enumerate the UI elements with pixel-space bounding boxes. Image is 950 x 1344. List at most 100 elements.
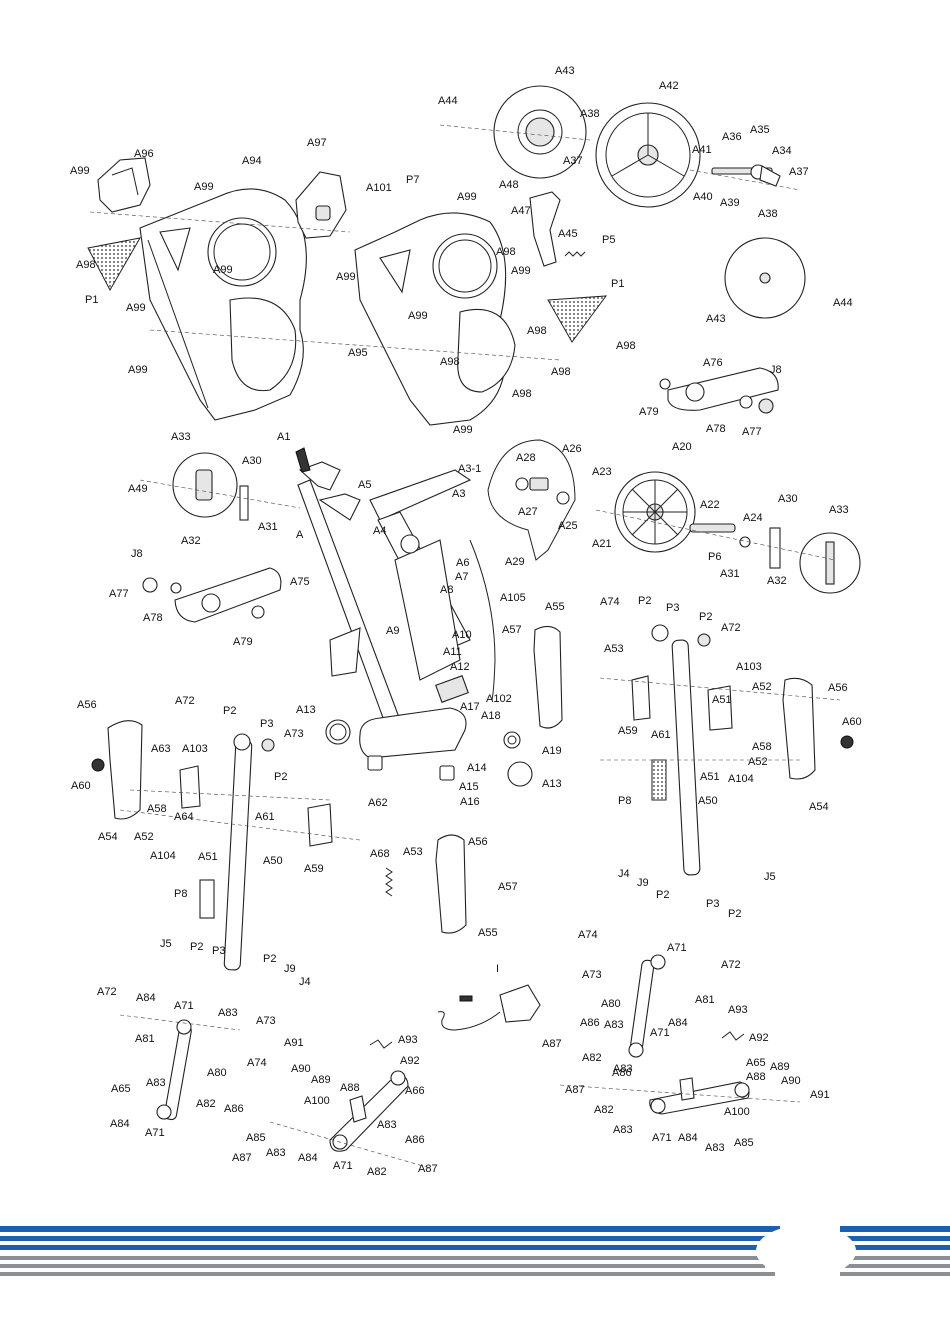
part-label-a5: A5 bbox=[358, 479, 371, 491]
part-label-a53: A53 bbox=[604, 643, 624, 655]
part-label-a3: A3 bbox=[452, 488, 465, 500]
part-label-a15: A15 bbox=[459, 781, 479, 793]
part-label-a60: A60 bbox=[71, 780, 91, 792]
part-label-j4: J4 bbox=[299, 976, 311, 988]
part-label-a55: A55 bbox=[545, 601, 565, 613]
plate-p8-left bbox=[199, 879, 215, 919]
part-label-a84: A84 bbox=[298, 1152, 318, 1164]
part-label-a92: A92 bbox=[400, 1055, 420, 1067]
bracket-a45 bbox=[529, 191, 561, 267]
part-label-a31: A31 bbox=[258, 521, 278, 533]
part-label-a25: A25 bbox=[558, 520, 578, 532]
part-label-a38: A38 bbox=[758, 208, 778, 220]
part-label-a93: A93 bbox=[398, 1034, 418, 1046]
part-label-a: A bbox=[296, 529, 304, 541]
part-label-p8: P8 bbox=[618, 795, 631, 807]
part-label-a86: A86 bbox=[612, 1067, 632, 1079]
part-label-a94: A94 bbox=[242, 155, 262, 167]
part-label-a45: A45 bbox=[558, 228, 578, 240]
housing-a54-left bbox=[107, 720, 143, 820]
part-label-a81: A81 bbox=[135, 1033, 155, 1045]
part-label-a104: A104 bbox=[728, 773, 754, 785]
part-label-a83: A83 bbox=[146, 1077, 166, 1089]
part-label-a61: A61 bbox=[651, 729, 671, 741]
part-label-a14: A14 bbox=[467, 762, 487, 774]
housing-a55-bottom bbox=[435, 834, 467, 934]
part-label-a83: A83 bbox=[266, 1147, 286, 1159]
clip-a92-left bbox=[369, 1039, 393, 1049]
part-label-a90: A90 bbox=[781, 1075, 801, 1087]
part-label-a99: A99 bbox=[70, 165, 90, 177]
part-label-a48: A48 bbox=[499, 179, 519, 191]
cap-a13-right bbox=[507, 761, 533, 787]
part-label-p2: P2 bbox=[223, 705, 236, 717]
part-label-p7: P7 bbox=[406, 174, 419, 186]
part-label-a56: A56 bbox=[468, 836, 488, 848]
part-label-p8: P8 bbox=[174, 888, 187, 900]
part-label-a82: A82 bbox=[582, 1052, 602, 1064]
part-label-p1: P1 bbox=[611, 278, 624, 290]
cap-a13-left bbox=[325, 719, 351, 745]
part-label-a71: A71 bbox=[333, 1160, 353, 1172]
part-label-a83: A83 bbox=[705, 1142, 725, 1154]
part-label-a65: A65 bbox=[111, 1083, 131, 1095]
part-label-a87: A87 bbox=[542, 1038, 562, 1050]
part-label-a18: A18 bbox=[481, 710, 501, 722]
plate-p8-right bbox=[651, 759, 667, 801]
part-label-a98: A98 bbox=[512, 388, 532, 400]
part-label-a34: A34 bbox=[772, 145, 792, 157]
part-label-p2: P2 bbox=[263, 953, 276, 965]
part-label-a37: A37 bbox=[789, 166, 809, 178]
part-label-a95: A95 bbox=[348, 347, 368, 359]
part-label-p3: P3 bbox=[260, 718, 273, 730]
part-label-a43: A43 bbox=[555, 65, 575, 77]
part-label-a89: A89 bbox=[770, 1061, 790, 1073]
part-label-a102: A102 bbox=[486, 693, 512, 705]
part-label-a103: A103 bbox=[736, 661, 762, 673]
part-label-p2: P2 bbox=[656, 889, 669, 901]
part-label-a84: A84 bbox=[668, 1017, 688, 1029]
part-label-a87: A87 bbox=[418, 1163, 438, 1175]
part-label-a71: A71 bbox=[650, 1027, 670, 1039]
part-label-a20: A20 bbox=[672, 441, 692, 453]
part-label-a87: A87 bbox=[232, 1152, 252, 1164]
part-label-a89: A89 bbox=[311, 1074, 331, 1086]
part-label-a32: A32 bbox=[181, 535, 201, 547]
part-label-p3: P3 bbox=[666, 602, 679, 614]
vent-grille-left-p1 bbox=[87, 237, 141, 292]
part-label-a29: A29 bbox=[505, 556, 525, 568]
part-label-a4: A4 bbox=[373, 525, 386, 537]
part-label-a73: A73 bbox=[256, 1015, 276, 1027]
part-label-a33: A33 bbox=[829, 504, 849, 516]
part-label-a78: A78 bbox=[706, 423, 726, 435]
part-label-a88: A88 bbox=[340, 1082, 360, 1094]
part-label-a37: A37 bbox=[563, 155, 583, 167]
part-label-a80: A80 bbox=[207, 1067, 227, 1079]
knob-a60-left bbox=[91, 758, 105, 772]
part-label-a99: A99 bbox=[336, 271, 356, 283]
part-label-p2: P2 bbox=[699, 611, 712, 623]
part-label-a39: A39 bbox=[720, 197, 740, 209]
part-label-a91: A91 bbox=[810, 1089, 830, 1101]
part-label-a54: A54 bbox=[809, 801, 829, 813]
part-label-a3-1: A3-1 bbox=[458, 463, 481, 475]
part-label-a82: A82 bbox=[594, 1104, 614, 1116]
top-shroud-a97 bbox=[295, 171, 347, 239]
part-label-a98: A98 bbox=[440, 356, 460, 368]
part-label-a51: A51 bbox=[700, 771, 720, 783]
part-label-a64: A64 bbox=[174, 811, 194, 823]
part-label-a71: A71 bbox=[667, 942, 687, 954]
part-label-a28: A28 bbox=[516, 452, 536, 464]
part-label-a52: A52 bbox=[134, 831, 154, 843]
axle-a22 bbox=[689, 523, 751, 548]
part-label-a99: A99 bbox=[457, 191, 477, 203]
part-label-a49: A49 bbox=[128, 483, 148, 495]
part-label-a76: A76 bbox=[703, 357, 723, 369]
belt-a29 bbox=[487, 439, 576, 561]
part-label-a56: A56 bbox=[828, 682, 848, 694]
part-label-a40: A40 bbox=[693, 191, 713, 203]
part-label-a74: A74 bbox=[578, 929, 598, 941]
part-label-a71: A71 bbox=[652, 1132, 672, 1144]
pedal-arm-a66-left bbox=[329, 1070, 409, 1152]
